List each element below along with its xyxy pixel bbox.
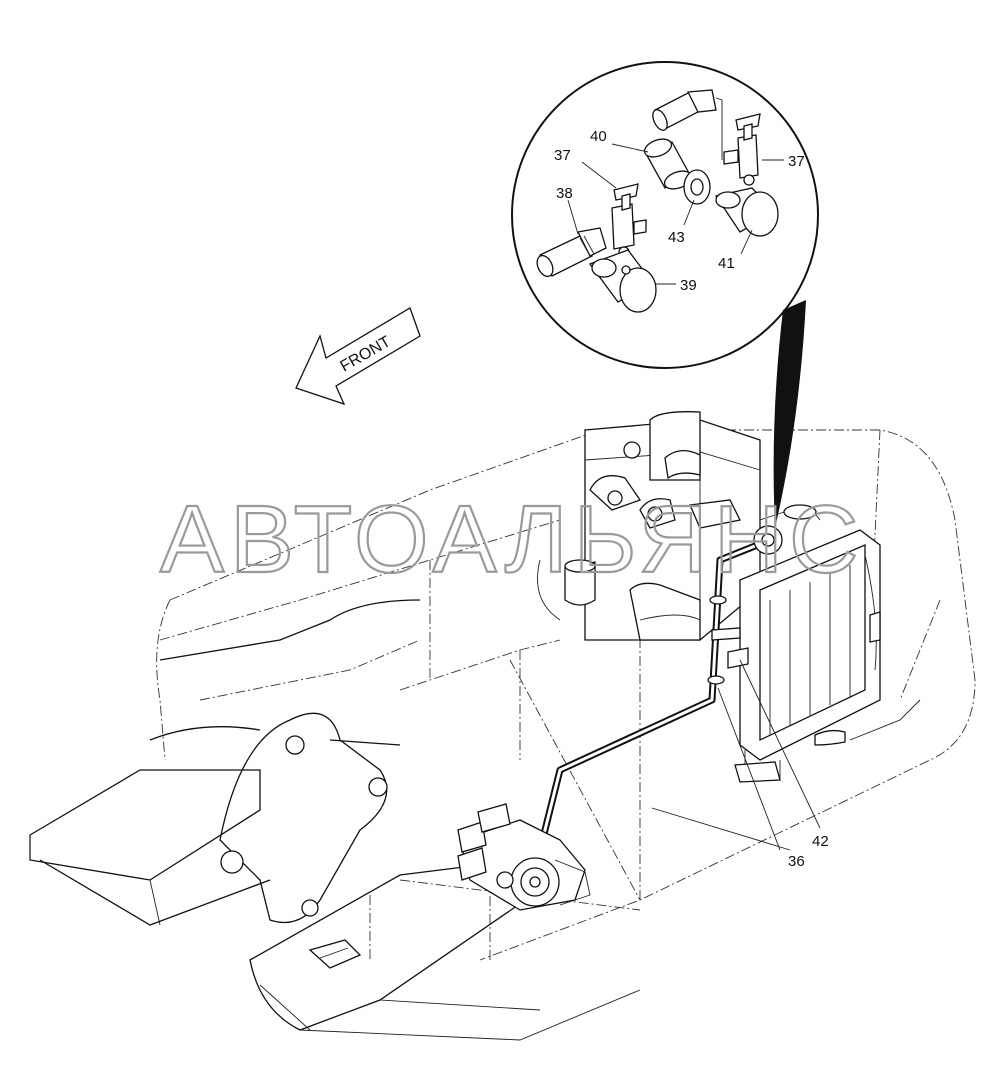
detail-callout: 40 37 38 39 43 41 37 (511, 61, 819, 528)
front-direction-arrow: FRONT (295, 307, 421, 406)
callout-37-left: 37 (554, 147, 571, 164)
heater-unit (457, 803, 591, 911)
radiator (734, 529, 921, 783)
main-callouts: 42 36 (651, 659, 829, 870)
callout-40: 40 (590, 128, 607, 145)
callout-39: 39 (680, 277, 697, 294)
watermark: АВТОАЛЬЯНС (160, 486, 864, 593)
undercarriage-frame (29, 599, 641, 1041)
callout-43: 43 (668, 229, 685, 246)
callout-42: 42 (812, 833, 829, 850)
callout-37-right: 37 (788, 153, 805, 170)
machine-frame-outline (156, 429, 976, 961)
callout-36: 36 (788, 853, 805, 870)
callout-38: 38 (556, 185, 573, 202)
callout-41: 41 (718, 255, 735, 272)
